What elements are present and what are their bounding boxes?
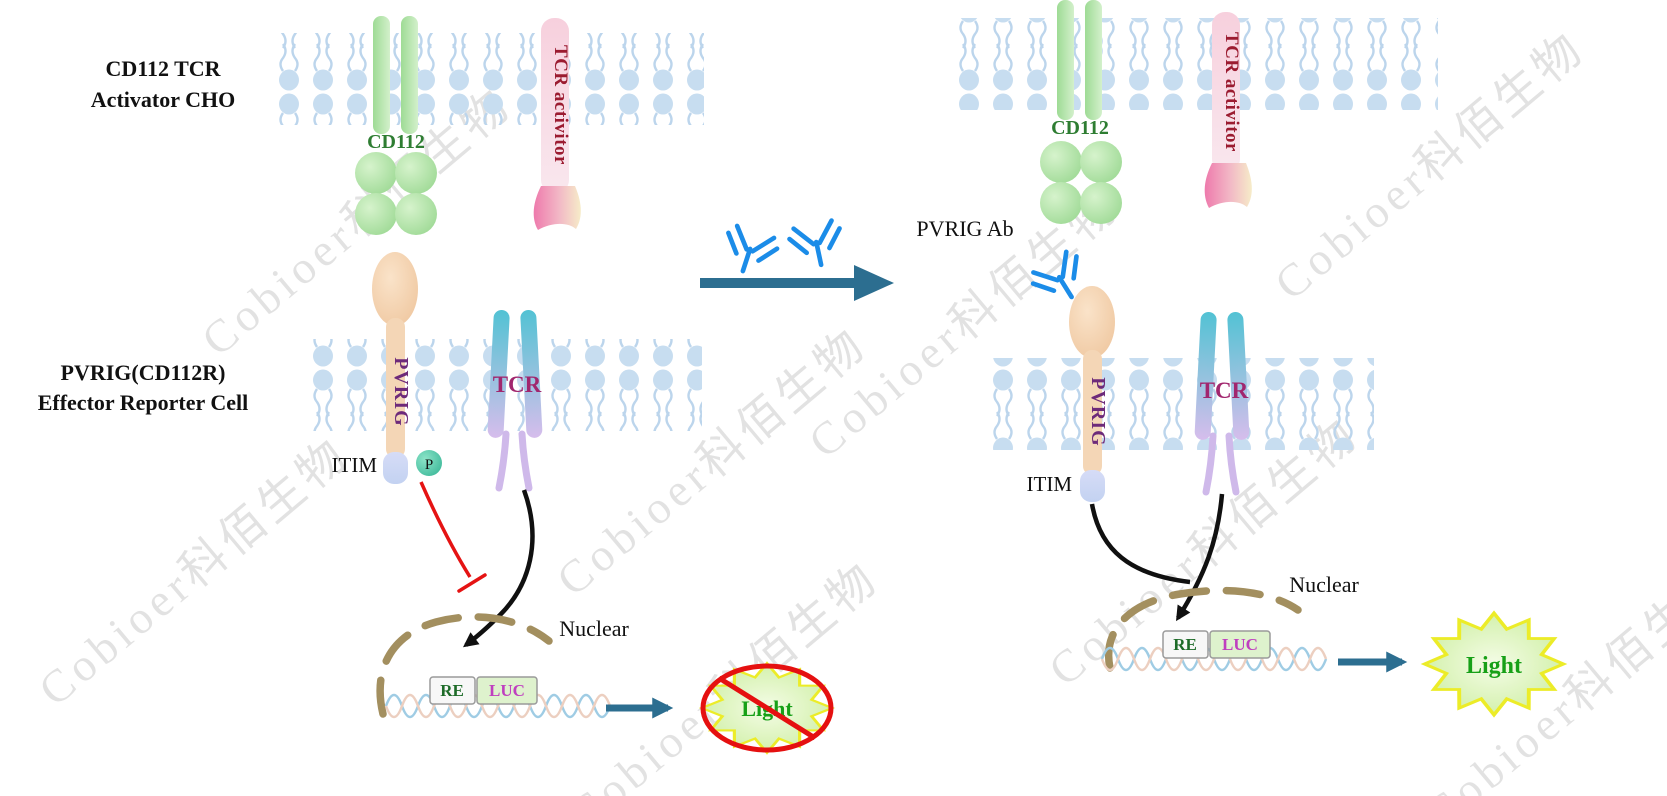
cd112-stalk [373,16,390,134]
light-label: Light [1466,653,1522,679]
cd112-domain [355,152,397,194]
antibody-icon [788,219,847,270]
tcr-tail [1202,432,1217,496]
phospho-label: P [425,457,433,473]
re-label: RE [1173,635,1197,654]
cd112-domain [1040,141,1082,183]
tcr-protein-right: TCR [1194,311,1250,496]
pvrig-label: PVRIG [1087,377,1109,446]
cd112-domain [1040,182,1082,224]
tcr-chain [1227,311,1250,440]
pvrig-stalk [386,318,405,458]
itim-domain [383,452,408,484]
cd112-stalk [401,16,418,134]
cd112-label: CD112 [367,131,425,153]
dna-strand [384,693,612,719]
pvrig-head [372,252,418,326]
antibody-icon [719,224,780,279]
effector-cell-label-line1: PVRIG(CD112R) [61,360,226,385]
tcr-chain [1194,311,1217,440]
tcr-label: TCR [1200,378,1249,403]
inhibition-bar [457,573,487,593]
prohibition-slash-icon [717,675,817,741]
luc-label: LUC [1222,635,1258,654]
pvrig-ab-label: PVRIG Ab [916,216,1013,241]
tcr-activator-stalk [541,18,569,193]
cd112-domain [1080,141,1122,183]
tcr-activator-base [533,186,581,230]
nuclear-envelope [1104,586,1302,672]
cd112-label: CD112 [1051,117,1109,139]
membrane-effector-right [984,358,1374,450]
phospho-badge [416,450,442,476]
pvrig-signal-line [1089,503,1191,585]
tcr-activator-left: TCR activitor [533,18,581,230]
nuclear-envelope [376,613,553,718]
cd112-protein-left: CD112 [355,16,437,235]
dna-strand [1100,646,1328,672]
cd112-domain [355,193,397,235]
cd112-protein-right: CD112 [1040,0,1122,224]
cd112-domain [395,193,437,235]
re-box [429,676,476,705]
activator-cell-label-line1: CD112 TCR [105,56,221,81]
tcr-activator-label: TCR activitor [550,45,571,165]
cd112-domain [395,152,437,194]
tcr-signal-arrow [463,489,535,648]
tcr-activator-right: TCR activitor [1204,12,1252,208]
re-box [1162,630,1209,659]
cd112-domain [1080,182,1122,224]
membrane-activator-right [956,18,1438,110]
effector-cell-label-line2: Effector Reporter Cell [38,390,249,415]
no-light-icon: Light [700,661,834,755]
prohibition-circle-icon [700,663,834,753]
nuclear-label: Nuclear [1289,572,1359,597]
tcr-chain [520,309,543,438]
luc-label: LUC [489,681,525,700]
pvrig-stalk [1083,350,1102,475]
luc-box [476,676,538,705]
pvrig-label: PVRIG [390,357,412,426]
cd112-stalk [1057,0,1074,120]
itim-label: ITIM [1027,472,1073,496]
tcr-protein-left: TCR [487,309,543,492]
cd112-stalk [1085,0,1102,120]
pvrig-protein-right: PVRIG ITIM [1027,286,1115,502]
luc-box [1209,630,1271,659]
tcr-tail [495,430,510,492]
pvrig-protein-left: PVRIG ITIM P [332,252,442,484]
transition-arrowhead [854,265,894,301]
tcr-activator-label: TCR activitor [1221,32,1242,152]
nuclear-label: Nuclear [559,616,629,641]
tcr-label: TCR [493,372,542,397]
inhibition-line [419,481,472,578]
tcr-activator-base [1204,163,1252,208]
itim-label: ITIM [332,453,378,477]
tcr-activator-stalk [1212,12,1240,172]
dna-helix [384,693,612,719]
antibody-group [719,219,847,279]
tcr-tail [1225,432,1240,496]
membrane-activator-left [268,33,704,125]
light-output: Light [1422,611,1566,717]
itim-domain [1080,470,1105,502]
re-label: RE [440,681,464,700]
activator-cell-label-line2: Activator CHO [91,87,235,112]
tcr-signal-arrow [1176,493,1225,622]
tcr-chain [487,309,510,438]
tcr-tail [518,430,533,492]
dna-helix [1100,646,1328,672]
pvrig-head [1069,286,1115,358]
